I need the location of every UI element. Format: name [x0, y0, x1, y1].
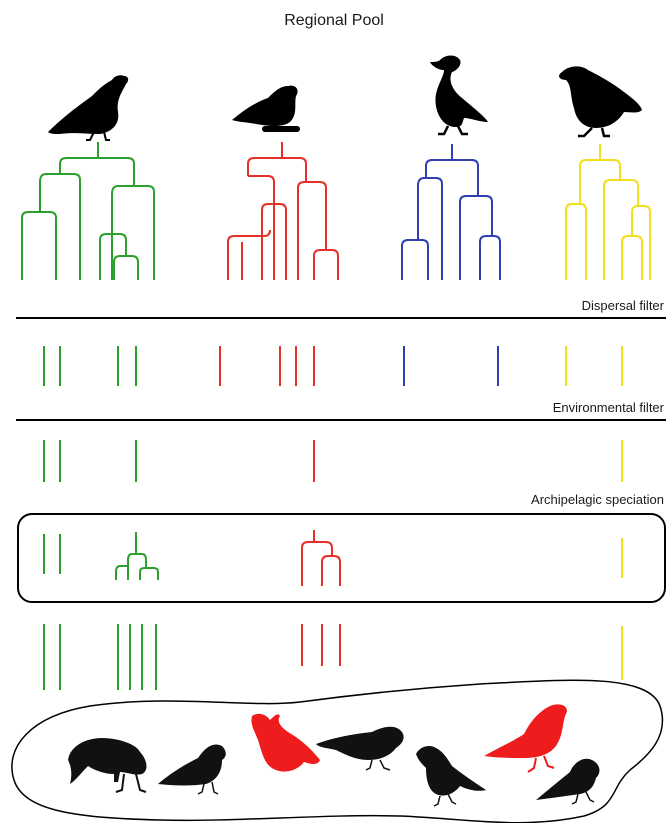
island-outline [11, 679, 664, 824]
pool-bird-cormorant [430, 55, 488, 136]
island-bird-kiwi-like [68, 738, 147, 793]
island-bird-sparrow [158, 744, 226, 795]
pool-bird-dove [559, 66, 642, 138]
speciation-green [43, 532, 159, 580]
after-environment-green [43, 440, 137, 482]
title-regional-pool: Regional Pool [284, 12, 384, 29]
after-dispersal-blue [403, 346, 499, 386]
after-dispersal-red [219, 346, 315, 386]
island-bird-tanager [416, 746, 486, 807]
island-bird-red-cardinal [251, 713, 320, 772]
pool-bird-finch [232, 85, 300, 132]
speciation-red [301, 530, 341, 586]
island-lineages-green [43, 624, 157, 690]
pool-bird-pigeon [48, 75, 129, 141]
island-bird-warbler [536, 758, 600, 805]
after-dispersal-yellow [565, 346, 623, 386]
tree-red [227, 142, 339, 280]
tree-green [21, 142, 155, 280]
label-archipelagic-speciation: Archipelagic speciation [531, 492, 664, 507]
island-lineages-red [301, 624, 341, 666]
island-bird-red-finch [484, 704, 567, 773]
label-environmental-filter: Environmental filter [553, 400, 665, 415]
after-dispersal-green [43, 346, 137, 386]
label-dispersal-filter: Dispersal filter [582, 298, 665, 313]
tree-blue [401, 144, 501, 280]
island-bird-finch [316, 726, 404, 771]
speciation-box [17, 513, 666, 603]
tree-yellow [565, 144, 651, 280]
